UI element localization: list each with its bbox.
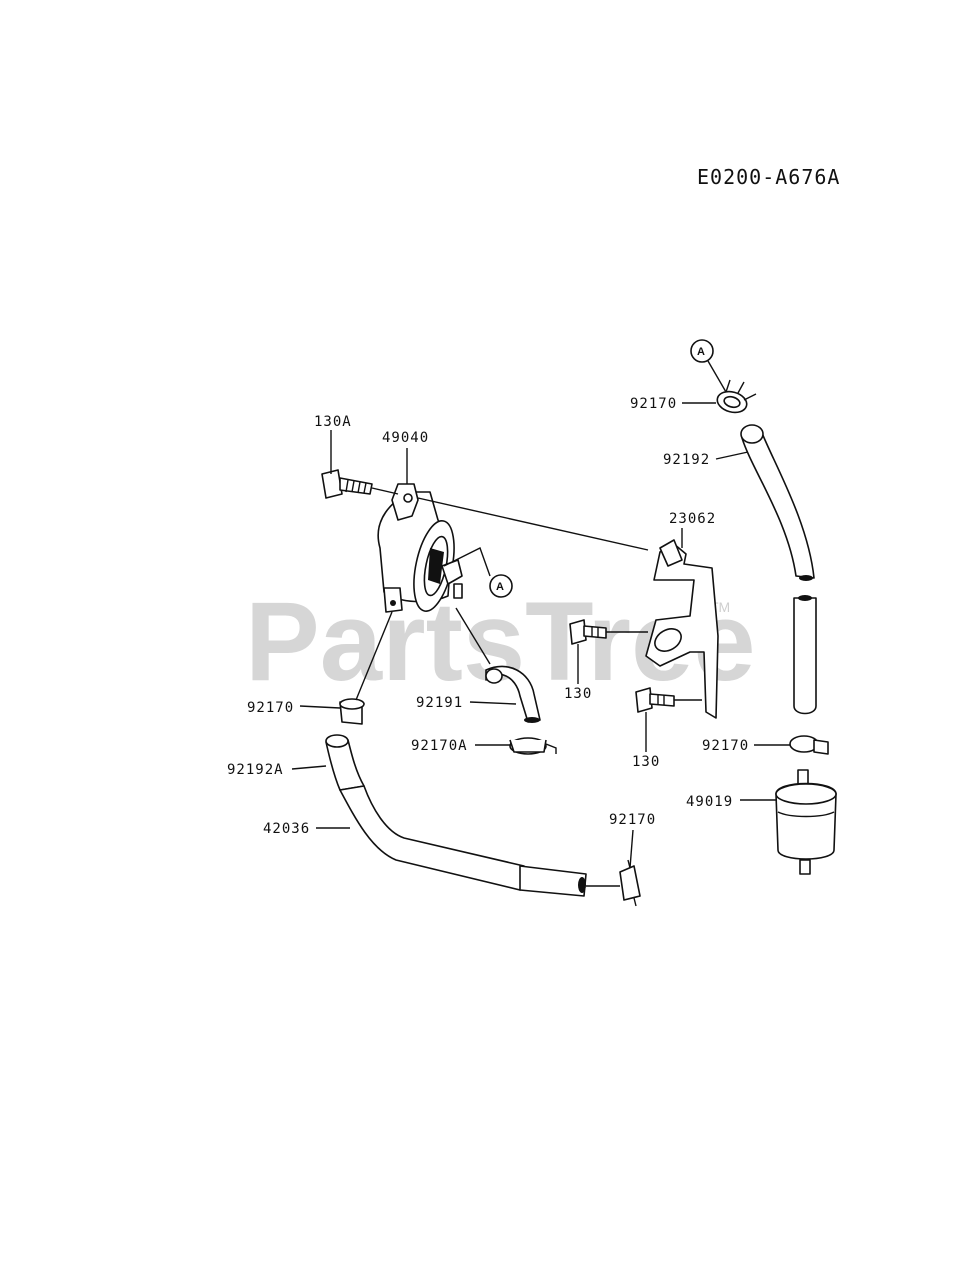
fuel-pump [377, 483, 463, 613]
bracket-23062 [645, 539, 719, 719]
label-92170-top-right: 92170 [630, 396, 677, 412]
hose-92192 [740, 424, 817, 715]
leader-lines [291, 360, 790, 887]
label-49019: 49019 [686, 794, 733, 810]
bolt-130a [321, 469, 373, 499]
svg-text:A: A [496, 581, 504, 593]
clamp-92170a [509, 737, 557, 755]
clamp-right-mid [789, 735, 829, 755]
bolt-130-upper [569, 619, 607, 645]
label-130-lower: 130 [632, 754, 660, 770]
label-23062: 23062 [669, 511, 716, 527]
label-92170-left: 92170 [247, 700, 294, 716]
hose-92191 [485, 665, 541, 723]
bolt-130-lower [635, 687, 675, 713]
label-92191: 92191 [416, 695, 463, 711]
fuel-filter-49019 [775, 769, 837, 875]
part-labels: 130A 49040 92170 92192 23062 130 130 921… [227, 396, 749, 837]
diagram-code: E0200-A676A [697, 165, 840, 189]
callout-a-top: A [690, 339, 714, 363]
callout-a-mid: A [489, 574, 513, 598]
label-92170a: 92170A [411, 738, 468, 754]
label-92192: 92192 [663, 452, 710, 468]
clamp-left [339, 698, 365, 725]
clamp-top-right [716, 379, 757, 414]
label-92170-bottom: 92170 [609, 812, 656, 828]
label-130a: 130A [314, 414, 352, 430]
label-130-upper: 130 [564, 686, 592, 702]
label-49040: 49040 [382, 430, 429, 446]
hose-lower-assembly [325, 734, 587, 897]
svg-text:A: A [697, 346, 705, 358]
label-92192a: 92192A [227, 762, 284, 778]
label-42036: 42036 [263, 821, 310, 837]
label-92170-right-mid: 92170 [702, 738, 749, 754]
